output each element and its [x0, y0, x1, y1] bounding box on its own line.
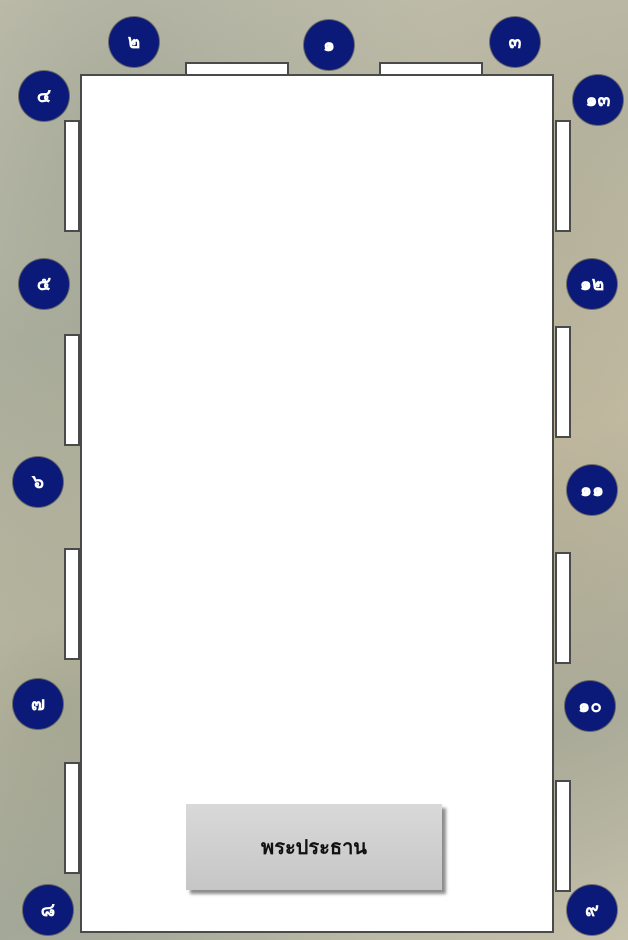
seat-5-badge: ๕	[19, 259, 69, 309]
chair-left-2	[64, 334, 80, 446]
seat-11-badge: ๑๑	[567, 465, 617, 515]
chair-left-1	[64, 120, 80, 232]
seat-3-badge: ๓	[490, 17, 540, 67]
chair-right-4	[555, 780, 571, 892]
chair-top-right	[379, 62, 483, 76]
chair-top-left	[185, 62, 289, 76]
seat-12-badge: ๑๒	[567, 259, 617, 309]
seat-2-badge: ๒	[109, 17, 159, 67]
seat-7-badge: ๗	[13, 679, 63, 729]
presiding-buddha-box: พระประธาน	[186, 804, 442, 890]
seat-4-badge: ๔	[19, 71, 69, 121]
presiding-buddha-label: พระประธาน	[261, 831, 367, 863]
seat-8-badge: ๘	[23, 885, 73, 935]
chair-left-4	[64, 762, 80, 874]
chair-right-1	[555, 120, 571, 232]
seat-6-badge: ๖	[13, 457, 63, 507]
chair-right-3	[555, 552, 571, 664]
seat-1-badge: ๑	[304, 20, 354, 70]
seat-9-badge: ๙	[567, 885, 617, 935]
seat-13-badge: ๑๓	[573, 75, 623, 125]
chair-right-2	[555, 326, 571, 438]
seat-10-badge: ๑๐	[565, 681, 615, 731]
chair-left-3	[64, 548, 80, 660]
